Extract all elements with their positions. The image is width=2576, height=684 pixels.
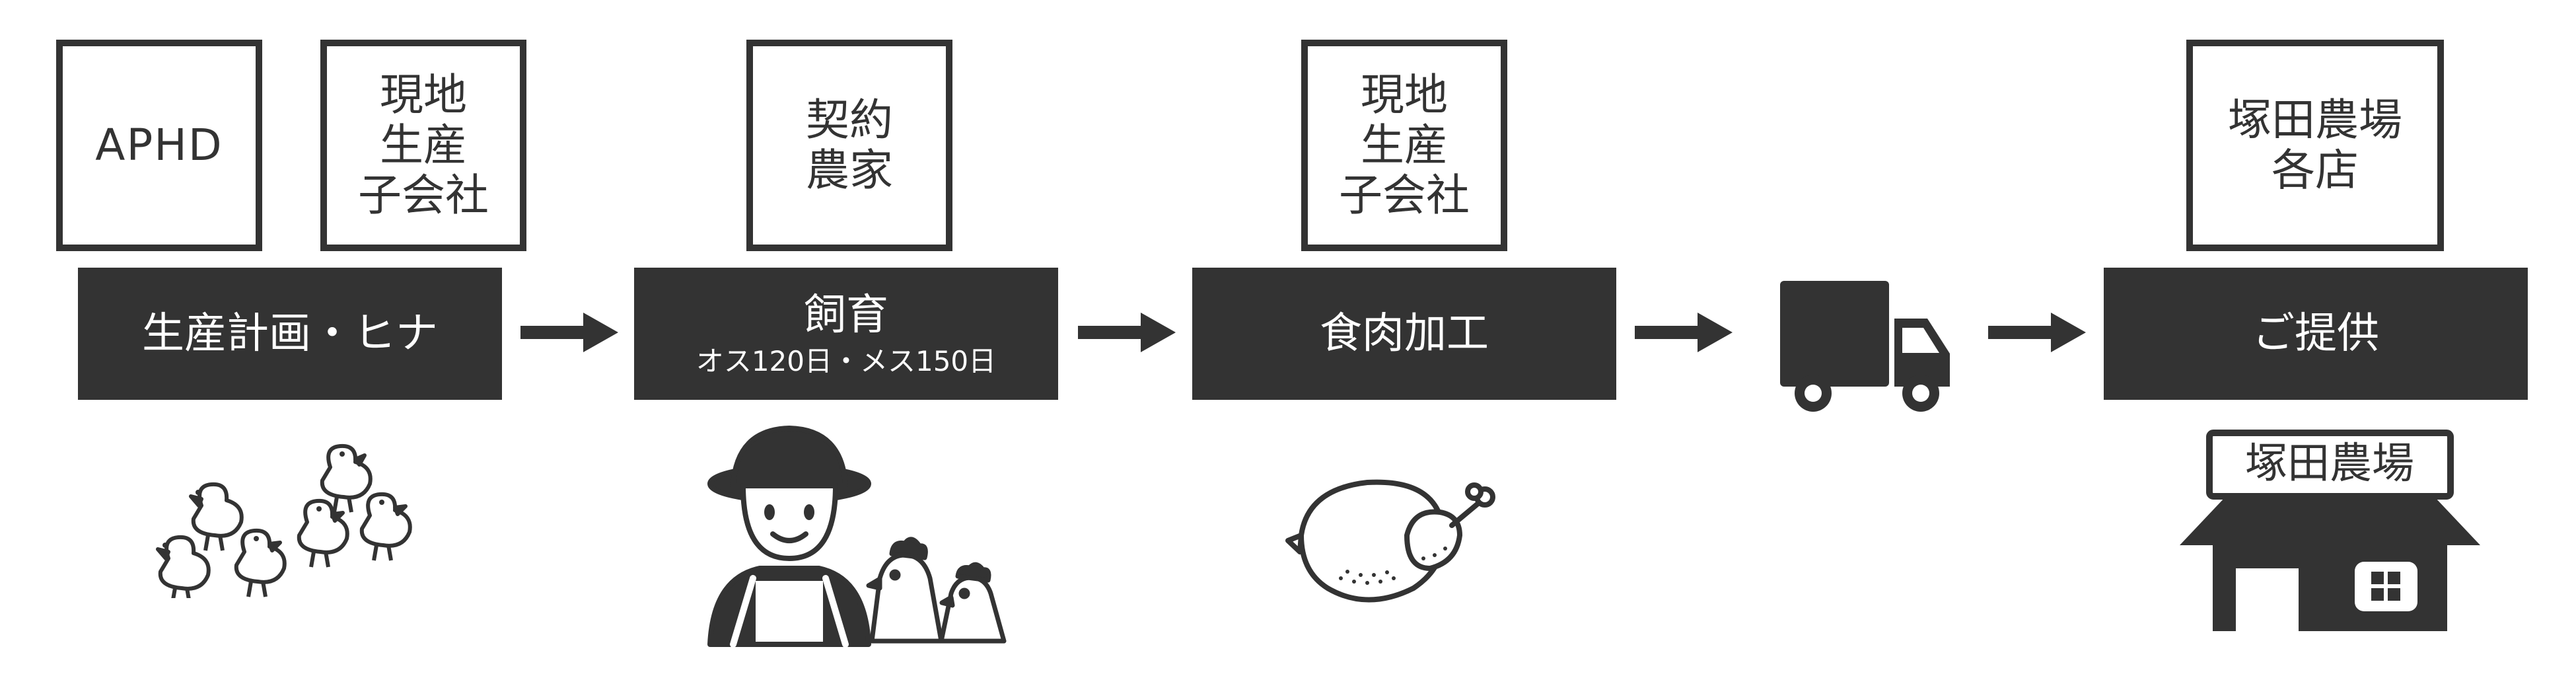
- step-serve: ご提供: [2104, 268, 2528, 400]
- owner-box-local-subsidiary-1: 現地 生産 子会社: [320, 40, 526, 251]
- owner-box-aphd: APHD: [56, 40, 262, 251]
- store-sign-text: 塚田農場: [2245, 439, 2414, 488]
- chicks-icon: [156, 443, 412, 598]
- owner-box-local-subsidiary-2: 現地 生産 子会社: [1301, 40, 1507, 251]
- owner-label-stores: 塚田農場 各店: [2228, 95, 2402, 196]
- step-title-rearing: 飼育: [804, 291, 888, 340]
- step-meat-processing: 食肉加工: [1192, 268, 1616, 400]
- step-title-serve: ご提供: [2252, 309, 2379, 358]
- owner-box-stores: 塚田農場 各店: [2186, 40, 2444, 251]
- owner-label-aphd: APHD: [95, 120, 223, 171]
- arrow-right-icon: [1078, 313, 1176, 352]
- roast-chicken-icon: [1285, 479, 1495, 603]
- farmer-with-chickens-icon: [707, 426, 1007, 648]
- step-title-production-plan: 生産計画・ヒナ: [142, 309, 438, 358]
- owner-label-contract-farmer: 契約 農家: [806, 95, 893, 196]
- delivery-truck-icon: [1780, 281, 1950, 412]
- owner-box-contract-farmer: 契約 農家: [746, 40, 952, 251]
- step-rearing: 飼育 オス120日・メス150日: [634, 268, 1058, 400]
- owner-label-local-subsidiary-1: 現地 生産 子会社: [358, 69, 489, 221]
- store-icon: 塚田農場: [2180, 430, 2480, 631]
- arrow-right-icon: [1988, 313, 2086, 352]
- step-title-meat-processing: 食肉加工: [1320, 309, 1489, 358]
- owner-label-local-subsidiary-2: 現地 生産 子会社: [1339, 69, 1470, 221]
- step-subtitle-rearing: オス120日・メス150日: [696, 345, 997, 377]
- arrow-right-icon: [1635, 313, 1733, 352]
- step-production-plan: 生産計画・ヒナ: [78, 268, 502, 400]
- arrow-right-icon: [520, 313, 618, 352]
